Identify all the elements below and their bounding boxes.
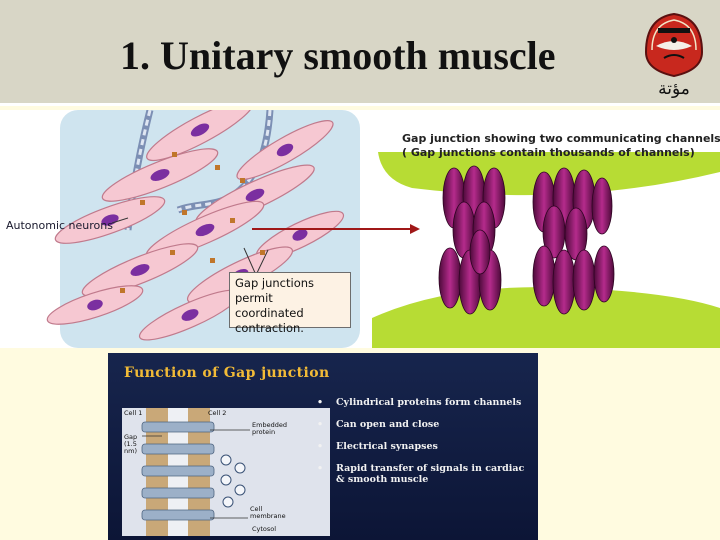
university-logo: مؤتة [634,10,714,99]
logo-text: مؤتة [658,79,690,98]
cell-membrane-label: Cell membrane [250,505,286,520]
cytosol-label: Cytosol [252,525,277,533]
list-item: •Can open and close [317,419,440,430]
pointer-arrow [252,224,420,234]
list-item: •Rapid transfer of signals in cardiac & … [317,463,525,485]
gap-junction-channel-illustration [372,110,720,348]
caption-line: ( Gap junctions contain thousands of cha… [402,146,695,159]
function-panel-title: Function of Gap junction [124,365,330,381]
function-list: •Cylindrical proteins form channels •Can… [314,397,534,496]
membrane-diagram: Cell 1 Cell 2 Gap (1.5 nm) Embedded prot… [122,408,330,536]
cell2-label: Cell 2 [208,409,227,417]
channel-caption: Gap junction showing two communicating c… [402,132,720,160]
gap-junction-callout: Gap junctions permit coordinated contrac… [229,272,351,335]
embedded-protein-label: Embedded protein [252,421,287,436]
list-item: •Cylindrical proteins form channels [317,397,522,408]
callout-line: Gap junctions [235,276,315,290]
gap-label: Gap (1.5 nm) [124,433,138,455]
slide-title: 1. Unitary smooth muscle [120,33,556,78]
cell1-label: Cell 1 [124,409,143,417]
list-item: •Electrical synapses [317,441,438,452]
callout-line: contraction. [235,321,304,335]
title-band [0,0,720,106]
autonomic-neurons-label: Autonomic neurons [6,219,113,232]
caption-line: Gap junction showing two communicating c… [402,132,720,145]
callout-line: permit coordinated [235,291,304,320]
gap-junction-function-panel: Function of Gap junction Cell 1 Cell [108,353,538,540]
